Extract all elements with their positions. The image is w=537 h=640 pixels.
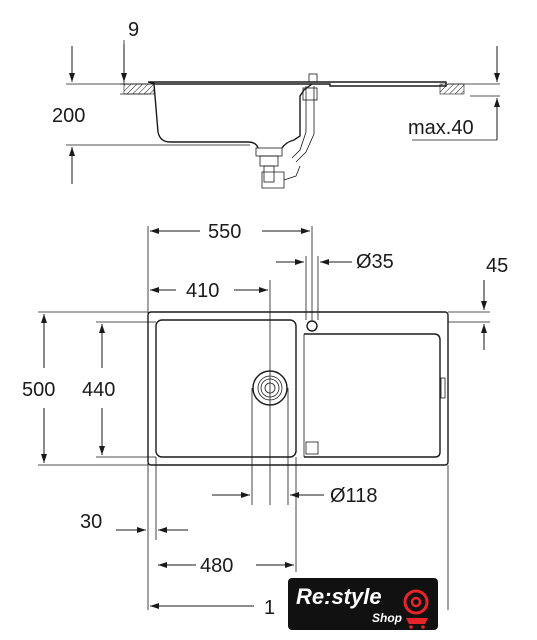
dim-500: 500 (22, 379, 55, 401)
dim-440: 440 (82, 379, 115, 401)
trap-body (261, 171, 285, 189)
dim-wall-thickness: 9 (128, 19, 139, 41)
bowl-profile (153, 83, 259, 149)
sink-outline (147, 311, 449, 466)
bowl-floor-right (281, 83, 313, 149)
trap-pipe (283, 165, 301, 181)
waste-tail (263, 165, 275, 183)
svg-text:Re:style: Re:style (296, 584, 382, 609)
tap-hole (306, 320, 318, 332)
dim-overall-length: 1 (264, 597, 275, 619)
dim-worktop-max: max.40 (408, 117, 474, 139)
dim-waste-diameter: Ø118 (330, 485, 377, 507)
overflow-pipe (291, 86, 307, 159)
drainer-handle (440, 377, 446, 399)
bowl-outline (155, 319, 297, 458)
svg-text:Shop: Shop (372, 611, 402, 625)
dim-480: 480 (200, 555, 233, 577)
plan-view: 550 Ø35 45 410 500 440 Ø118 30 480 1 (22, 221, 508, 619)
overflow-fitting (302, 87, 318, 101)
dim-550: 550 (208, 221, 241, 243)
dim-45: 45 (486, 255, 508, 277)
sink-rim-profile (147, 81, 447, 87)
overflow-pipe-2 (295, 86, 315, 163)
dim-30: 30 (80, 511, 102, 533)
worktop-left-hatch (123, 83, 155, 95)
overflow-opening (305, 441, 319, 455)
waste-nut (259, 155, 279, 167)
dim-hole-diameter: Ø35 (356, 251, 394, 273)
restyle-shop-logo: Re:style Shop (288, 578, 438, 630)
dim-410: 410 (186, 280, 219, 302)
section-view: 9 200 max.40 (52, 19, 500, 189)
drainer-outline (304, 333, 441, 458)
dim-depth: 200 (52, 105, 85, 127)
waste-outlet (255, 147, 283, 157)
tap-hole-fitting (308, 73, 318, 83)
